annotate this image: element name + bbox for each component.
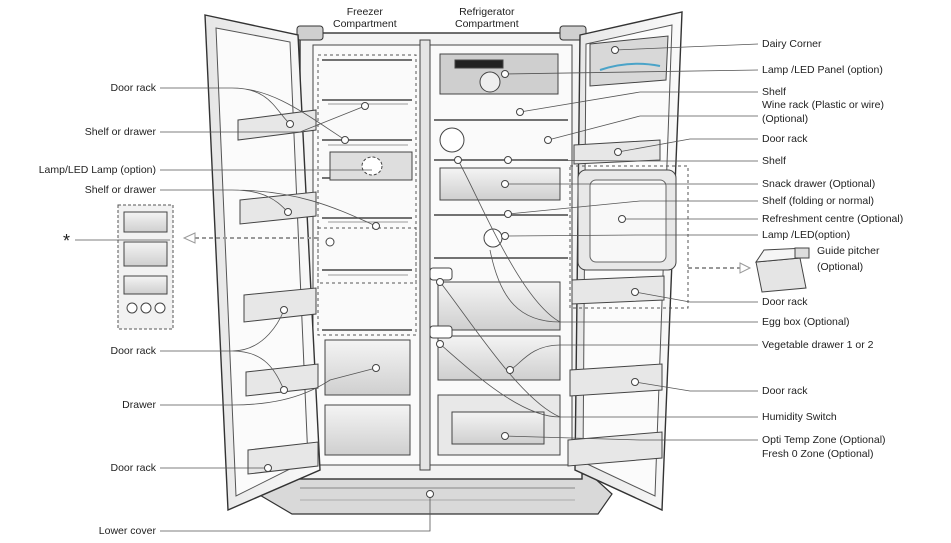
label-shelf-1: Shelf [762, 86, 786, 98]
label-lamp-led-lamp: Lamp/LED Lamp (option) [38, 164, 156, 176]
opti-temp-line2: Fresh 0 Zone (Optional) [762, 448, 874, 460]
label-lamp-led-option: Lamp /LED(option) [762, 229, 851, 241]
left-door [204, 14, 321, 512]
asterisk-dotted-zone [317, 227, 417, 284]
label-egg-box: Egg box (Optional) [762, 316, 850, 328]
label-door-rack-left-2: Door rack [110, 345, 156, 357]
guide-pitcher-illustration [755, 247, 810, 293]
label-door-rack-right-1: Door rack [762, 133, 808, 145]
right-door [567, 11, 683, 512]
inset-control-panel [117, 204, 174, 330]
opti-temp-line1: Opti Temp Zone (Optional) [762, 434, 886, 446]
label-lower-cover: Lower cover [98, 525, 156, 537]
label-door-rack-left-1: Door rack [110, 82, 156, 94]
leader-lines-right [439, 43, 759, 441]
pitcher-arrow-head [739, 262, 752, 274]
label-opti-temp-zone: Opti Temp Zone (Optional) Fresh 0 Zone (… [762, 434, 886, 460]
refreshment-dotted-outline [569, 165, 689, 309]
refrigerator-compartment-label: Refrigerator Compartment [455, 6, 519, 30]
guide-pitcher-line2: (Optional) [817, 261, 864, 273]
freezer-label-line2: Compartment [333, 18, 397, 30]
label-wine-rack: Wine rack (Plastic or wire) (Optional) [762, 99, 884, 125]
label-shelf-2: Shelf [762, 155, 786, 167]
label-humidity-switch: Humidity Switch [762, 411, 837, 423]
label-dairy-corner: Dairy Corner [762, 38, 822, 50]
label-shelf-or-drawer-1: Shelf or drawer [84, 126, 156, 138]
label-door-rack-right-2: Door rack [762, 296, 808, 308]
label-drawer: Drawer [122, 399, 156, 411]
label-snack-drawer: Snack drawer (Optional) [762, 178, 876, 190]
fridge-label-line2: Compartment [455, 18, 519, 30]
guide-pitcher-line1: Guide pitcher [817, 245, 880, 257]
label-vegetable-drawer: Vegetable drawer 1 or 2 [762, 339, 874, 351]
anchor-dots [264, 46, 639, 498]
label-shelf-or-drawer-2: Shelf or drawer [84, 184, 156, 196]
label-door-rack-left-3: Door rack [110, 462, 156, 474]
label-door-rack-right-3: Door rack [762, 385, 808, 397]
label-lamp-led-panel: Lamp /LED Panel (option) [762, 64, 883, 76]
label-guide-pitcher: Guide pitcher (Optional) [817, 245, 879, 273]
fridge-label-line1: Refrigerator [459, 6, 515, 18]
label-shelf-folding: Shelf (folding or normal) [762, 195, 875, 207]
freezer-compartment-label: Freezer Compartment [333, 6, 397, 30]
wine-rack-line2: (Optional) [762, 113, 809, 125]
freezer-label-line1: Freezer [346, 6, 383, 18]
label-refreshment-centre: Refreshment centre (Optional) [762, 213, 904, 225]
inset-arrow-head [182, 232, 196, 244]
freezer-dotted-outline [317, 54, 417, 336]
asterisk-marker: * [63, 231, 71, 251]
wine-rack-line1: Wine rack (Plastic or wire) [762, 99, 884, 111]
freezer-interior [322, 59, 413, 456]
